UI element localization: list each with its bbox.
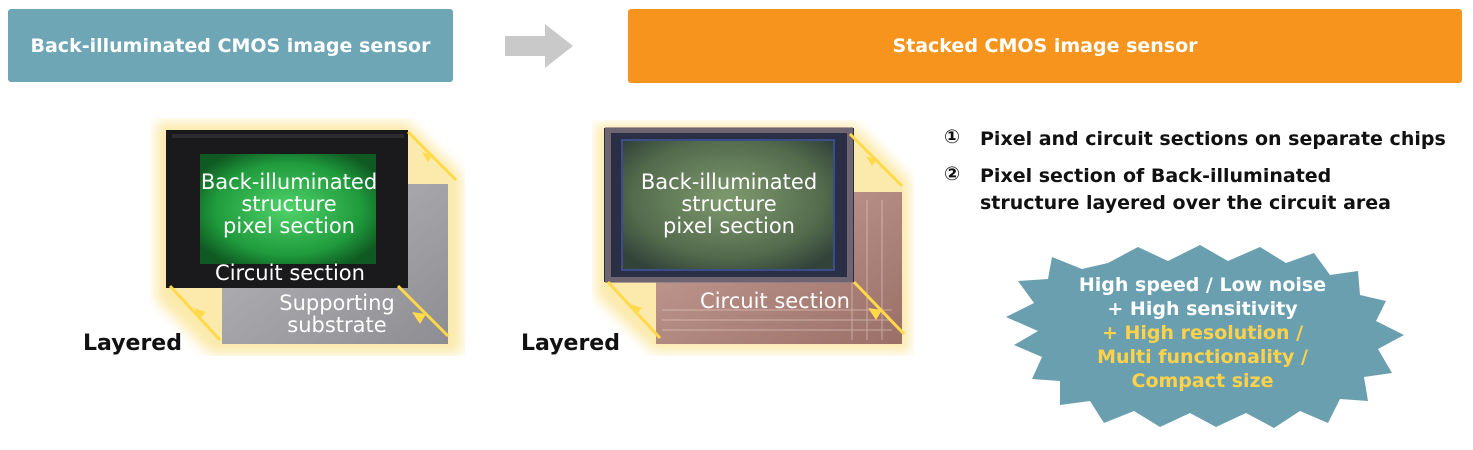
back-illuminated-chip-diagram xyxy=(156,122,462,354)
stacked-circuit-section-label: Circuit section xyxy=(700,289,850,313)
benefit-resolution: + High resolution / xyxy=(1101,322,1304,344)
point-one-text: Pixel and circuit sections on separate c… xyxy=(980,128,1446,150)
stacked-chip-diagram xyxy=(596,124,910,352)
point-two: ② Pixel section of Back-illuminated stru… xyxy=(944,163,1391,217)
point-two-number: ② xyxy=(944,163,961,185)
benefits-starburst xyxy=(1006,245,1404,428)
stacked-banner: Stacked CMOS image sensor xyxy=(628,9,1462,83)
benefits-text: High speed / Low noise + High sensitivit… xyxy=(1040,273,1365,393)
benefit-speed-noise: High speed / Low noise xyxy=(1078,274,1327,296)
circuit-section-label: Circuit section xyxy=(215,261,365,285)
layered-label-right: Layered xyxy=(521,331,620,356)
supporting-substrate-label: Supporting substrate xyxy=(279,291,395,337)
benefit-functionality: Multi functionality / xyxy=(1097,346,1308,368)
benefit-sensitivity: + High sensitivity xyxy=(1107,298,1298,320)
right-arrow-icon xyxy=(505,24,573,68)
benefit-compact: Compact size xyxy=(1131,370,1274,392)
pixel-section-label: Back-illuminated structure pixel section xyxy=(200,170,378,238)
point-one-number: ① xyxy=(944,126,961,148)
layered-label-left: Layered xyxy=(83,331,182,356)
back-illuminated-banner: Back-illuminated CMOS image sensor xyxy=(8,9,453,82)
point-two-text: Pixel section of Back-illuminated struct… xyxy=(980,165,1391,214)
point-one: ① Pixel and circuit sections on separate… xyxy=(944,126,1446,153)
stacked-pixel-section-label: Back-illuminated structure pixel section xyxy=(640,170,818,238)
